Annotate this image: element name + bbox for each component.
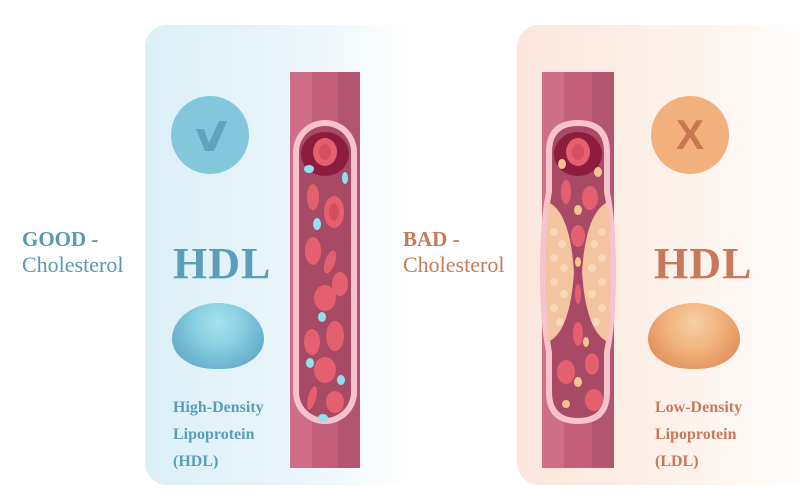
- bad-description-line: (LDL): [655, 453, 699, 470]
- good-acronym: HDL: [173, 239, 272, 288]
- good-description: High-Density Lipoprotein (HDL): [173, 394, 264, 475]
- good-description-line: Lipoprotein: [173, 426, 255, 443]
- healthy-artery-illustration: [290, 72, 360, 468]
- good-label-title: GOOD -: [22, 227, 99, 251]
- bad-description-line: Lipoprotein: [655, 426, 737, 443]
- hdl-particle-icon: [172, 303, 264, 369]
- x-mark-icon: X: [651, 96, 729, 174]
- bad-description-line: Low-Density: [655, 399, 743, 416]
- good-description-line: (HDL): [173, 453, 219, 470]
- ldl-particle-icon: [648, 303, 740, 369]
- bad-cholesterol-label: BAD - Cholesterol: [403, 227, 504, 278]
- x-mark-symbol: X: [675, 111, 704, 158]
- clogged-artery-illustration: [540, 72, 616, 468]
- bad-description: Low-Density Lipoprotein (LDL): [655, 394, 742, 475]
- good-cholesterol-label: GOOD - Cholesterol: [22, 227, 123, 278]
- good-label-subtitle: Cholesterol: [22, 252, 124, 277]
- check-mark-icon: [171, 96, 249, 174]
- bad-acronym: HDL: [654, 239, 753, 288]
- good-description-line: High-Density: [173, 399, 264, 416]
- bad-label-subtitle: Cholesterol: [403, 252, 505, 277]
- bad-label-title: BAD -: [403, 227, 460, 251]
